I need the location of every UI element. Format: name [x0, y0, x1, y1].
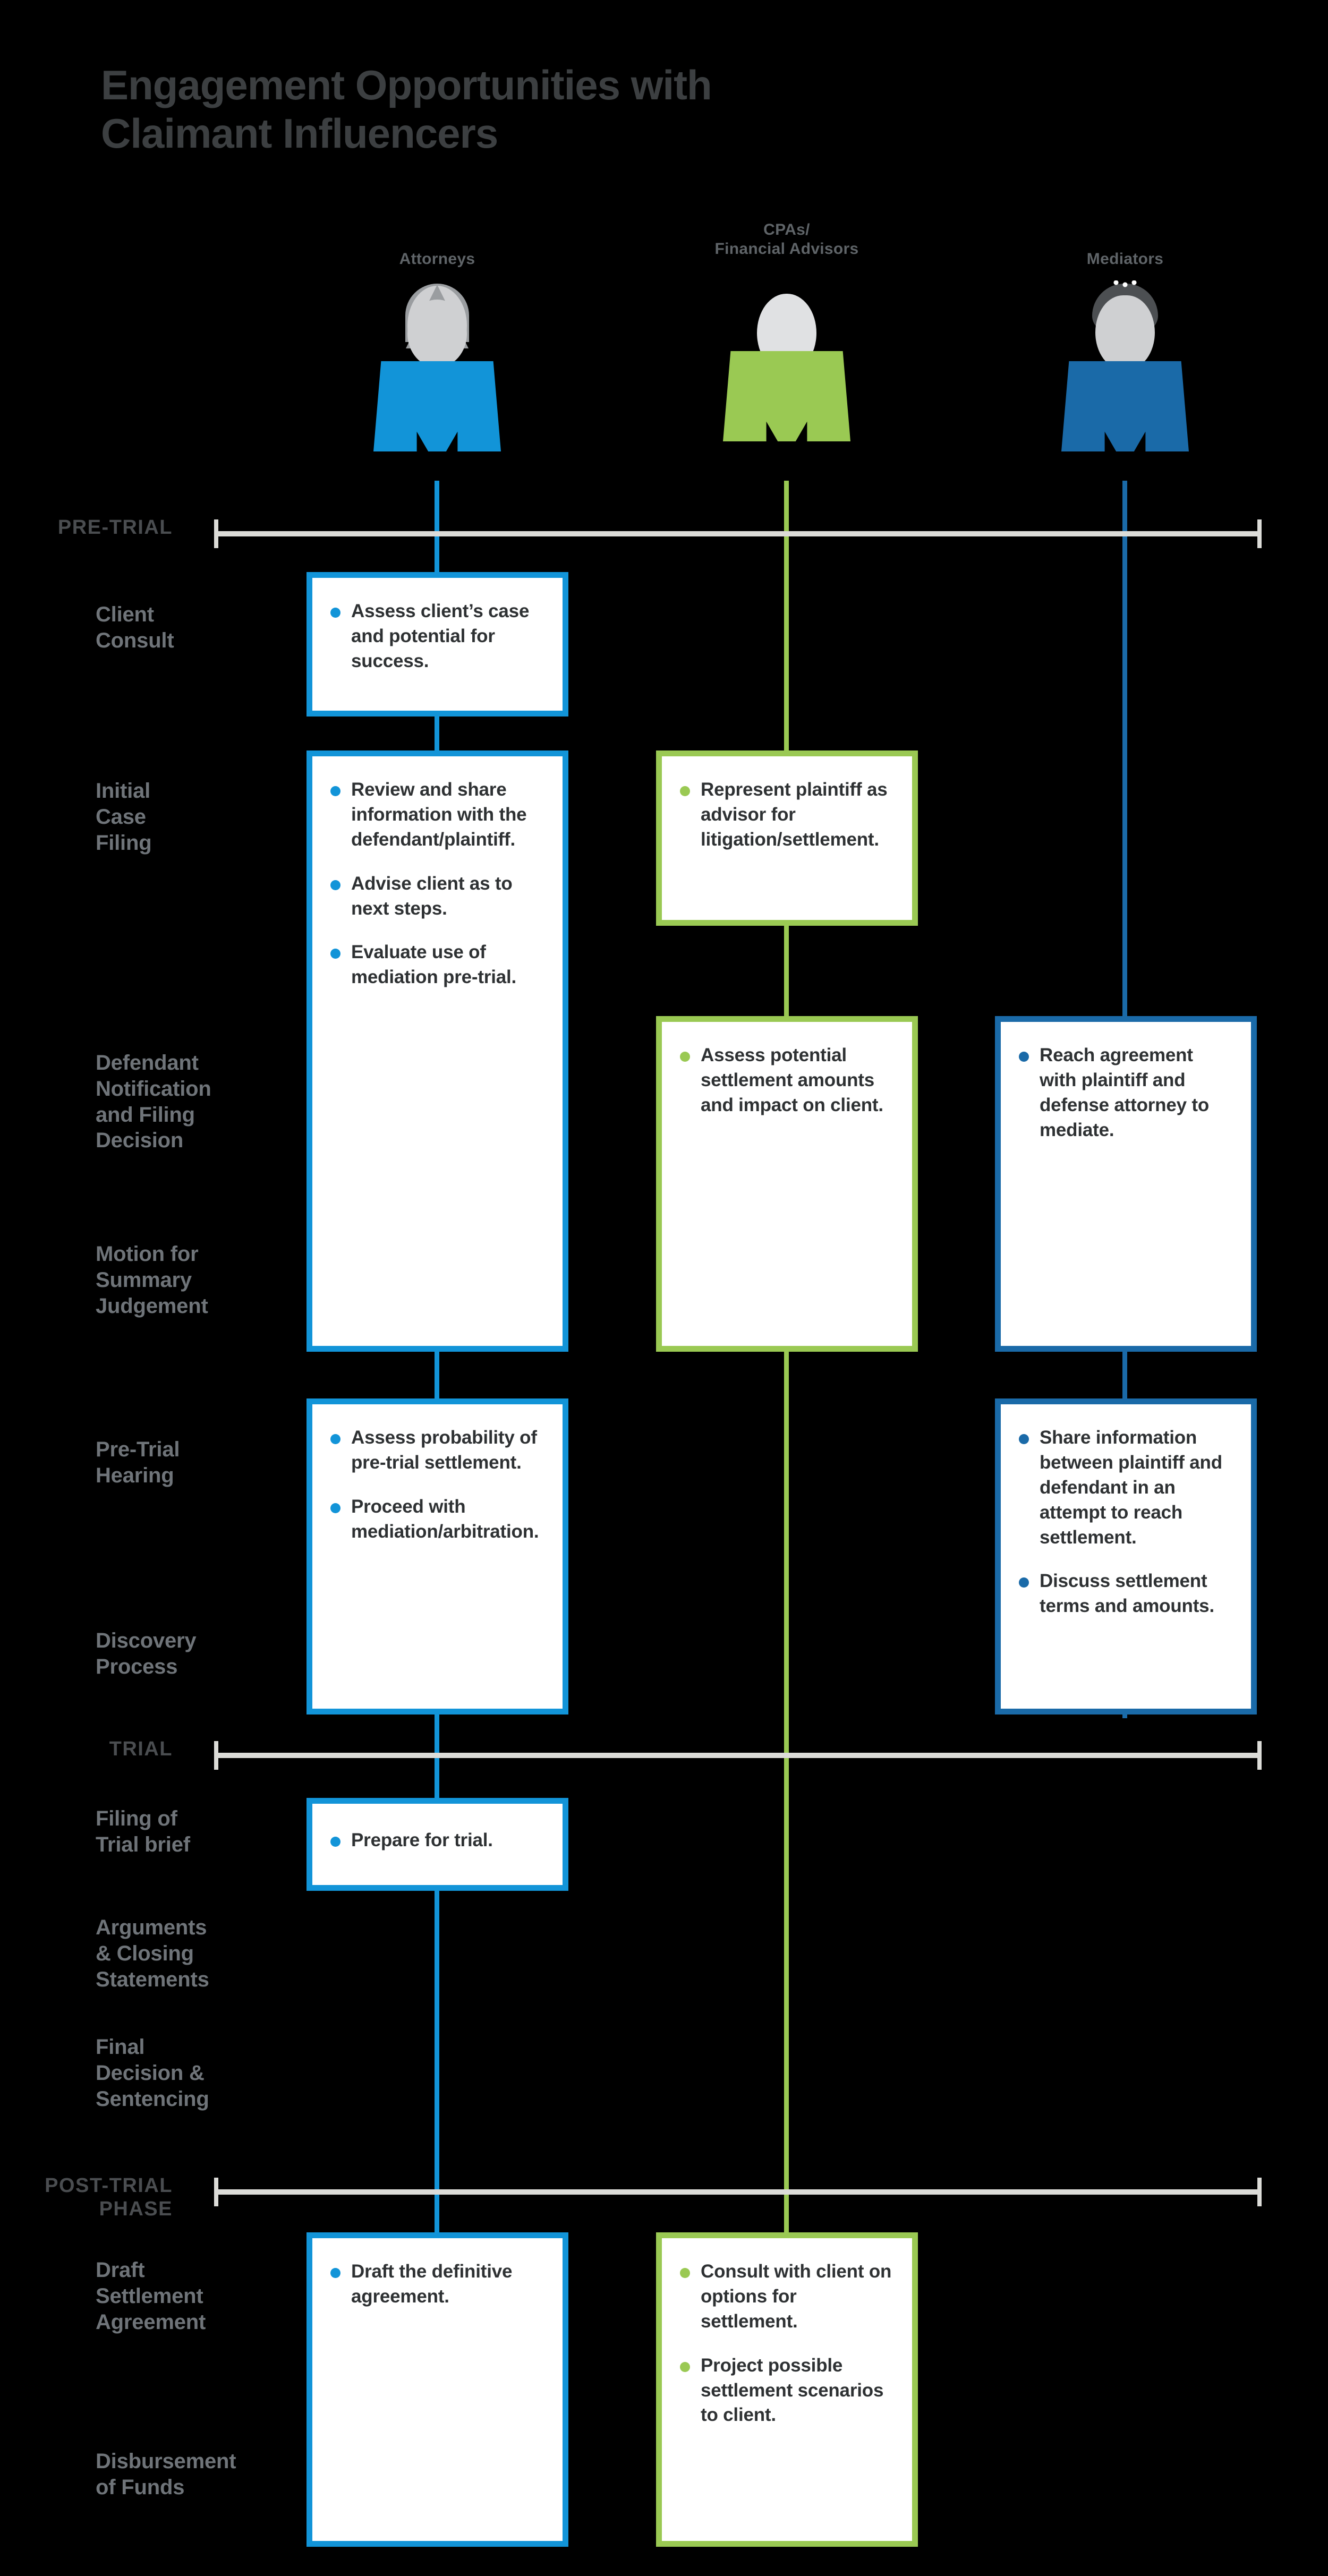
- bullet-dot-icon: [330, 786, 340, 796]
- stage-label-arguments-closing: Arguments & Closing Statements: [96, 1916, 209, 1991]
- stem-line-cpas: [784, 481, 789, 2260]
- phase-divider-post-trial: POST-TRIAL PHASE: [0, 2174, 1328, 2220]
- card-mediators-defendant-notification[interactable]: Reach agreement with plaintiff and defen…: [995, 1016, 1257, 1352]
- collar-icon: [1111, 280, 1139, 293]
- phase-divider-trial: TRIAL: [0, 1738, 1328, 1770]
- bullet-dot-icon: [330, 608, 340, 618]
- persona-label-mediators: Mediators: [1086, 250, 1164, 268]
- stage-label-motion-summary-judgement: Motion for Summary Judgement: [96, 1242, 208, 1318]
- stage-label-draft-settlement: Draft Settlement Agreement: [96, 2258, 206, 2334]
- bullet-dot-icon: [330, 880, 340, 890]
- bullet-text: Represent plaintiff as advisor for litig…: [701, 779, 888, 850]
- persona-attorneys: Attorneys: [315, 250, 559, 451]
- phase-label-trial: TRIAL: [109, 1738, 173, 1760]
- bullet-dot-icon: [1019, 1052, 1029, 1062]
- card-attorneys-pre-trial-hearing[interactable]: Assess probability of pre-trial settleme…: [307, 1398, 568, 1715]
- bullet-dot-icon: [680, 2268, 690, 2278]
- bullet-text: Reach agreement with plaintiff and defen…: [1040, 1045, 1210, 1140]
- persona-cpas: CPAs/ Financial Advisors: [665, 220, 909, 441]
- bullet-item: Advise client as to next steps.: [330, 872, 544, 922]
- phase-label-pre-trial: PRE-TRIAL: [57, 516, 173, 539]
- bullet-dot-icon: [1019, 1577, 1029, 1588]
- bullet-item: Share information between plaintiff and …: [1019, 1426, 1233, 1550]
- stage-label-filing-trial-brief: Filing of Trial brief: [96, 1807, 190, 1856]
- card-attorneys-trial-brief[interactable]: Prepare for trial.: [307, 1798, 568, 1891]
- bullet-item: Project possible settlement scenarios to…: [680, 2353, 894, 2428]
- card-cpas-defendant-notification[interactable]: Assess potential settlement amounts and …: [656, 1016, 918, 1352]
- bullet-item: Assess client’s case and potential for s…: [330, 599, 544, 674]
- stem-line-attorneys: [435, 481, 439, 2260]
- stage-label-defendant-notification: Defendant Notification and Filing Decisi…: [96, 1051, 211, 1153]
- stage-label-disbursement-of-funds: Disbursement of Funds: [96, 2450, 236, 2499]
- phase-divider-pre-trial: PRE-TRIAL: [0, 516, 1328, 548]
- bullet-text: Evaluate use of mediation pre-trial.: [351, 942, 517, 988]
- person-financial-advisor-icon: [665, 266, 909, 441]
- card-attorneys-draft-settlement[interactable]: Draft the definitive agreement.: [307, 2232, 568, 2547]
- page-title: Engagement Opportunities with Claimant I…: [101, 62, 712, 157]
- card-mediators-pre-trial-hearing[interactable]: Share information between plaintiff and …: [995, 1398, 1257, 1715]
- bullet-dot-icon: [680, 1052, 690, 1062]
- bullet-text: Share information between plaintiff and …: [1040, 1427, 1222, 1548]
- persona-label-attorneys: Attorneys: [399, 250, 475, 268]
- bullet-text: Assess probability of pre-trial settleme…: [351, 1427, 537, 1473]
- bullet-item: Prepare for trial.: [330, 1828, 544, 1853]
- bullet-text: Advise client as to next steps.: [351, 873, 513, 919]
- bullet-dot-icon: [1019, 1434, 1029, 1444]
- bullet-text: Prepare for trial.: [351, 1830, 493, 1850]
- bullet-dot-icon: [680, 2361, 690, 2372]
- bullet-item: Discuss settlement terms and amounts.: [1019, 1569, 1233, 1619]
- stage-label-pre-trial-hearing: Pre-Trial Hearing: [96, 1438, 180, 1487]
- bullet-dot-icon: [330, 949, 340, 959]
- card-cpas-initial-case-filing[interactable]: Represent plaintiff as advisor for litig…: [656, 750, 918, 926]
- bullet-dot-icon: [680, 786, 690, 796]
- bullet-text: Proceed with mediation/arbitration.: [351, 1496, 539, 1542]
- bullet-item: Represent plaintiff as advisor for litig…: [680, 778, 894, 852]
- bullet-item: Reach agreement with plaintiff and defen…: [1019, 1043, 1233, 1143]
- bullet-text: Assess client’s case and potential for s…: [351, 601, 530, 671]
- bullet-item: Draft the definitive agreement.: [330, 2259, 544, 2309]
- bullet-item: Consult with client on options for settl…: [680, 2259, 894, 2334]
- bullet-item: Assess probability of pre-trial settleme…: [330, 1426, 544, 1475]
- stage-label-client-consult: Client Consult: [96, 603, 174, 652]
- bullet-dot-icon: [330, 1837, 340, 1847]
- bullet-text: Discuss settlement terms and amounts.: [1040, 1571, 1214, 1617]
- bullet-item: Review and share information with the de…: [330, 778, 544, 852]
- persona-label-cpas: CPAs/ Financial Advisors: [714, 221, 859, 258]
- stage-label-initial-case-filing: Initial Case Filing: [96, 779, 152, 855]
- bullet-dot-icon: [330, 2268, 340, 2278]
- bullet-text: Assess potential settlement amounts and …: [701, 1045, 883, 1115]
- bullet-text: Consult with client on options for settl…: [701, 2261, 892, 2332]
- bullet-item: Evaluate use of mediation pre-trial.: [330, 940, 544, 990]
- card-attorneys-initial-case-filing[interactable]: Review and share information with the de…: [307, 750, 568, 1352]
- bullet-text: Review and share information with the de…: [351, 779, 527, 850]
- bullet-item: Assess potential settlement amounts and …: [680, 1043, 894, 1118]
- person-attorney-icon: [315, 276, 559, 451]
- person-mediator-icon: [1003, 276, 1247, 451]
- stage-label-discovery-process: Discovery Process: [96, 1629, 197, 1678]
- bullet-text: Project possible settlement scenarios to…: [701, 2355, 884, 2426]
- card-cpas-draft-settlement[interactable]: Consult with client on options for settl…: [656, 2232, 918, 2547]
- bullet-item: Proceed with mediation/arbitration.: [330, 1495, 544, 1545]
- persona-mediators: Mediators: [1003, 250, 1247, 451]
- phase-label-post-trial: POST-TRIAL PHASE: [45, 2174, 173, 2220]
- bullet-text: Draft the definitive agreement.: [351, 2261, 513, 2307]
- stage-label-final-decision: Final Decision & Sentencing: [96, 2035, 209, 2111]
- bullet-dot-icon: [330, 1503, 340, 1513]
- card-attorneys-client-consult[interactable]: Assess client’s case and potential for s…: [307, 572, 568, 716]
- bullet-dot-icon: [330, 1434, 340, 1444]
